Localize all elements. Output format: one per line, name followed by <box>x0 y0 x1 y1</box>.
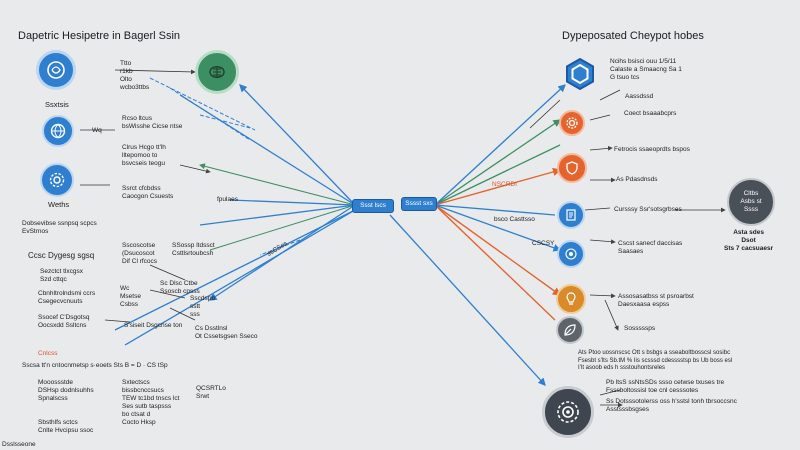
right-row: Ats Ptoo uossnscsc Ott s bsbgs a sseabol… <box>578 350 733 371</box>
right-row: As Pdasdnsds <box>616 176 658 183</box>
gear-node <box>40 163 74 197</box>
network-node <box>557 240 585 268</box>
mid-label: NSCRDI <box>492 181 517 188</box>
right-row: Assosasatbss st psroarbst Daesxaasa esps… <box>618 293 694 308</box>
left-row: Sscsa tt'n cntocnmetsp s·eoets Sts B = D… <box>22 362 168 369</box>
left-row: Dobsevibse ssnpsq scpcs EvStrnos <box>22 220 97 235</box>
circuit-brain-icon <box>209 66 225 78</box>
leaf-icon <box>564 324 576 336</box>
globe-node <box>42 115 74 147</box>
circuit-brain-node <box>195 50 239 94</box>
globe-icon <box>50 123 66 139</box>
lightbulb-icon <box>566 292 576 305</box>
mid-label: bsco Casttsso <box>494 216 535 223</box>
shield-icon <box>566 161 578 175</box>
right-row: Ss Dotsssotolerss oss h'sstsl tonh tbrso… <box>606 398 737 413</box>
node-label: Weths <box>48 200 70 209</box>
left-row: Mooossstde DSHsp dodnlsuhhs Spnalscss <box>38 379 94 402</box>
outcome-node: Cltbs Asbs st Ssss <box>727 178 775 226</box>
left-row: Wc Msetse Csbss <box>120 285 141 308</box>
left-row: Ssocef C'Dsgotsq Oocsxdd Ssltcns <box>38 314 90 329</box>
shield-node <box>557 153 587 183</box>
left-row: Ssrct cfcbdss Caocgon Csuests <box>122 185 174 200</box>
document-icon <box>566 209 576 221</box>
brain-gear-node <box>542 386 594 438</box>
left-row: Rcso ltcus bsWisshe Cicse ntse <box>122 115 183 130</box>
lightbulb-node <box>556 284 586 314</box>
hub-left: Ssst lscs <box>353 200 393 212</box>
left-row: QCSRTLo Srwt <box>196 385 226 400</box>
left-row: S'siseit Dsgcnse ton <box>124 322 183 329</box>
cog-node <box>559 110 585 136</box>
node-label: Ssxtsis <box>45 100 69 109</box>
left-row: fpulaes <box>217 196 238 203</box>
brain-icon <box>557 401 579 423</box>
mid-label: CSCSY <box>532 240 555 247</box>
left-row: Sscoscotse (Dsucoscot Dif Cl rfcocs <box>122 242 158 265</box>
cog-icon <box>566 117 578 129</box>
document-node <box>557 201 585 229</box>
left-row: Sc Dlsc Ctbe Ssoscb cpsss <box>160 280 200 295</box>
right-title: Dypeposated Cheypot hobes <box>562 30 704 42</box>
left-title: Dapetric Hesipetre in Bagerl Ssin <box>18 30 181 42</box>
gear-icon <box>49 172 65 188</box>
left-row: Clrus Hcgo tt'lh lltepomoo to bsvcseis t… <box>122 144 166 167</box>
right-row: Cscst sanecf daccisas Saasaes <box>618 240 683 255</box>
right-row: Fetrocis ssaeoprdts bspos <box>614 146 690 153</box>
left-row: Sbsthlfs sctcs Cnlte Hvcipsu ssoc <box>38 419 94 434</box>
left-row: Cs Dsstlnsl Ot Cssetsgsen Sseco <box>195 325 258 340</box>
right-row: Coect bsaaabcprs <box>624 110 677 117</box>
left-row: Ccsc Dygesg sgsq <box>28 251 95 260</box>
right-row: Sosssssps <box>624 325 656 332</box>
hub-right: Sssst sxs <box>402 198 436 210</box>
brain-node <box>36 50 76 90</box>
left-row: Sezctct tlxcgsx Szd cttqc <box>40 268 83 283</box>
left-row: Cbnhltrolndsmi ccrs Csegecvcnuuts <box>38 290 96 305</box>
leaf-node <box>556 316 584 344</box>
left-row: Dsslsseone <box>2 441 36 448</box>
right-row: Cursssy Ssr'sotsgrbses <box>614 206 682 213</box>
left-row: SSossp ltdssct Csttlsrtoubcsh <box>172 242 215 257</box>
outcome-caption: Asta sdes Dsot Sts 7 cacsuaesr <box>724 229 774 252</box>
right-row: Aassdssd <box>625 93 654 100</box>
hexagon-shield-icon <box>566 57 594 91</box>
right-row: Pb ltsS ssNtsSDs ssso cetwse txuses tre … <box>606 379 725 394</box>
left-row: Wq <box>92 127 102 134</box>
brain-icon <box>47 61 65 79</box>
left-row: Sscdspb sstt sss <box>190 295 215 318</box>
outcome-circle-text: Cltbs Asbs st Ssss <box>740 190 762 213</box>
hexagon-shield-node <box>562 56 598 92</box>
network-cog-icon <box>565 248 577 260</box>
right-row: Ncihs bsisci ouu 1/5/11 Calaste a Smaacn… <box>610 58 682 81</box>
left-row: Ttto r1kb Olto wcbo3ttbs <box>120 60 150 91</box>
left-row: Cnlcss <box>38 350 58 357</box>
left-row: Sxtectscs bissbcnccsucs TEW tc1bd tnscs … <box>122 379 180 426</box>
